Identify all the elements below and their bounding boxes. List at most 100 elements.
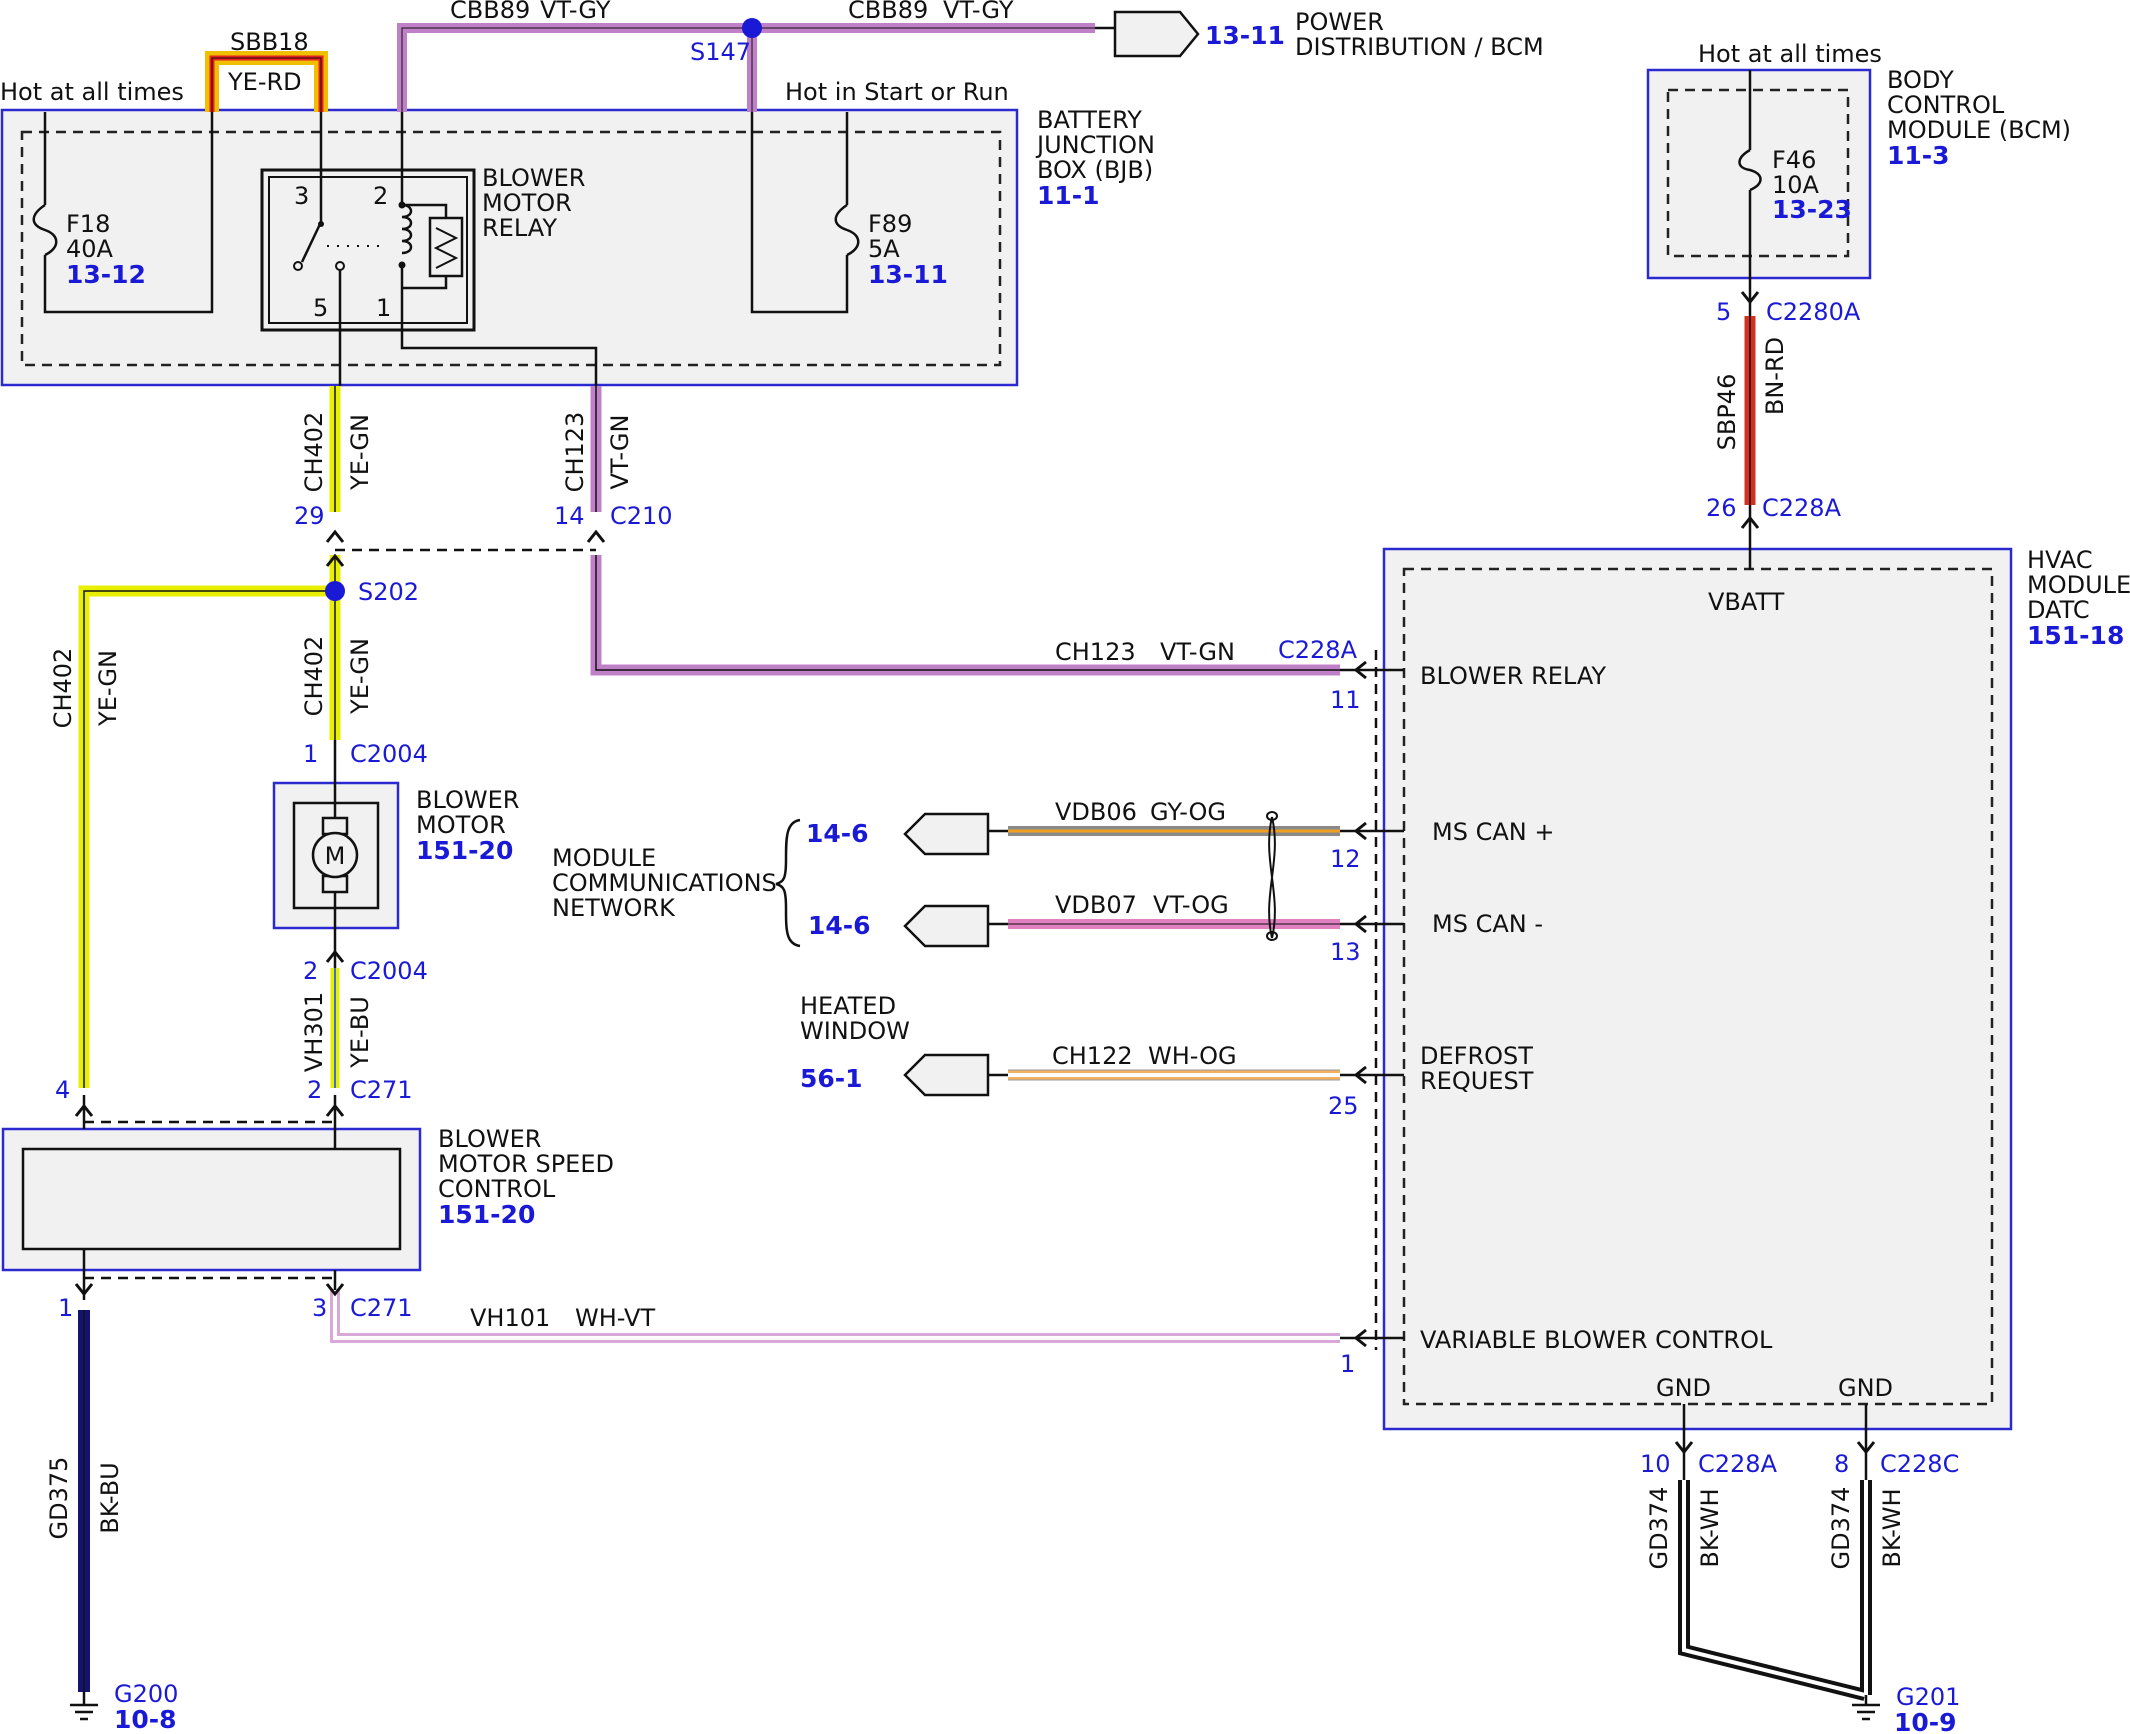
relay-label-1: BLOWER	[482, 164, 585, 192]
wh-og-label: WH-OG	[1148, 1042, 1237, 1070]
hvac-module-box	[1382, 547, 2013, 1431]
pin-29: 29	[294, 502, 325, 530]
hvac-label-2: MODULE,	[2027, 571, 2130, 599]
relay-label-3: RELAY	[482, 214, 557, 242]
defrost-label-2: REQUEST	[1420, 1067, 1534, 1095]
pin-10: 10	[1640, 1450, 1671, 1478]
ground-g201-icon	[1852, 1695, 1880, 1721]
relay-coil-icon	[398, 112, 598, 386]
motor-icon	[311, 831, 359, 879]
ch402-label-a: CH402	[300, 412, 328, 493]
pin-1-vbc: 1	[1340, 1350, 1355, 1378]
pin-3: 3	[312, 1294, 327, 1322]
power-ref: 13-11	[1205, 21, 1285, 50]
network-label-2: COMMUNICATIONS	[552, 869, 777, 897]
power-label-1: POWER	[1295, 8, 1384, 36]
gd374-label-a: GD374	[1645, 1487, 1673, 1570]
heated-label-2: WINDOW	[800, 1017, 910, 1045]
c210-label: C210	[610, 502, 673, 530]
pin-12: 12	[1330, 845, 1361, 873]
motor-label-1: BLOWER	[416, 786, 519, 814]
speed-label-2: MOTOR SPEED	[438, 1150, 614, 1178]
vt-og-label: VT-OG	[1153, 891, 1229, 919]
ch402-label-c: CH402	[300, 636, 328, 717]
hvac-label-3: DATC	[2027, 596, 2090, 624]
fuse-f46-icon	[1738, 148, 1762, 192]
bcm-label-1: BODY	[1887, 66, 1954, 94]
vdb06-label: VDB06	[1055, 798, 1137, 826]
gnd-label-a: GND	[1656, 1374, 1711, 1402]
c271-label-a: C271	[350, 1076, 413, 1104]
hvac-inner-dashed	[1402, 567, 1994, 1406]
ch123-label-b: CH123	[1055, 638, 1136, 666]
c210-pin14-arrow	[586, 530, 606, 544]
c2004-pin-2: 2	[303, 957, 318, 985]
motor-label-2: MOTOR	[416, 811, 506, 839]
ch122-label: CH122	[1052, 1042, 1133, 1070]
hvac-ref: 151-18	[2027, 621, 2124, 650]
bk-wh-label-a: BK-WH	[1696, 1488, 1724, 1567]
g201-ref: 10-9	[1894, 1708, 1957, 1734]
bjb-ref: 11-1	[1037, 181, 1100, 210]
ms-can-minus-label: MS CAN -	[1432, 910, 1543, 938]
vh301-label: VH301	[300, 992, 328, 1072]
network-ref-b: 14-6	[808, 911, 871, 940]
relay-label-2: MOTOR	[482, 189, 572, 217]
f46-ref: 13-23	[1772, 195, 1852, 224]
c228a-label-b: C228A	[1278, 636, 1358, 664]
ch123-label-a: CH123	[561, 412, 589, 493]
wire-ch402-left	[78, 585, 335, 1088]
heated-window-connector-icon	[903, 1053, 990, 1097]
c2280a-label: C2280A	[1766, 298, 1861, 326]
splice-s202	[325, 581, 345, 601]
bcm-ref: 11-3	[1887, 141, 1950, 170]
bn-rd-label: BN-RD	[1761, 337, 1789, 415]
c2004-pin-1: 1	[303, 740, 318, 768]
network-connector-a-icon	[903, 812, 990, 856]
motor-symbol: M	[325, 842, 346, 870]
pin-14: 14	[554, 502, 585, 530]
bcm-inner-dashed	[1666, 88, 1850, 258]
f89-label: F89	[868, 210, 912, 238]
bjb-label-1: BATTERY	[1037, 106, 1142, 134]
sbp46-label: SBP46	[1713, 374, 1741, 451]
ye-gn-label-b: YE-GN	[94, 650, 122, 727]
network-label-1: MODULE	[552, 844, 656, 872]
pin-11: 11	[1330, 686, 1361, 714]
f46-label: F46	[1772, 146, 1816, 174]
vdb07-label: VDB07	[1055, 891, 1137, 919]
bjb-label-2: JUNCTION	[1035, 131, 1155, 159]
c271-label-b: C271	[350, 1294, 413, 1322]
c271-pin-2: 2	[307, 1076, 322, 1104]
c228a-top-pin: 26	[1706, 494, 1737, 522]
motor-ref: 151-20	[416, 836, 513, 865]
variable-blower-label: VARIABLE BLOWER CONTROL	[1420, 1326, 1773, 1354]
c228a-label-c: C228A	[1698, 1450, 1778, 1478]
speed-ref: 151-20	[438, 1200, 535, 1229]
c228c-label: C228C	[1880, 1450, 1959, 1478]
hot-start-run: Hot in Start or Run	[785, 78, 1009, 106]
wire-sbb18	[205, 51, 328, 112]
c228a-top-label: C228A	[1762, 494, 1842, 522]
pin-25: 25	[1328, 1092, 1359, 1120]
f18-ref: 13-12	[66, 260, 146, 289]
ms-can-plus-label: MS CAN +	[1432, 818, 1554, 846]
gnd-label-b: GND	[1838, 1374, 1893, 1402]
fuse-f89-icon	[834, 203, 860, 257]
c2004-label-a: C2004	[350, 740, 428, 768]
ye-gn-label-a: YE-GN	[346, 414, 374, 491]
hot-at-all-times-right: Hot at all times	[1698, 40, 1882, 68]
g200-ref: 10-8	[114, 1705, 177, 1734]
hvac-label-1: HVAC	[2027, 546, 2093, 574]
bk-wh-label-b: BK-WH	[1878, 1488, 1906, 1567]
pin-1-gnd: 1	[58, 1294, 73, 1322]
brace-icon	[775, 818, 801, 948]
battery-junction-box	[0, 108, 1019, 387]
gd375-label: GD375	[45, 1457, 73, 1540]
wire-ch122	[1008, 1069, 1340, 1081]
fuse-f18-icon	[32, 203, 58, 257]
wire-cbb89	[397, 23, 1095, 112]
f89-amp: 5A	[868, 235, 900, 263]
speed-label-1: BLOWER	[438, 1125, 541, 1153]
ch402-label-b: CH402	[49, 648, 77, 729]
